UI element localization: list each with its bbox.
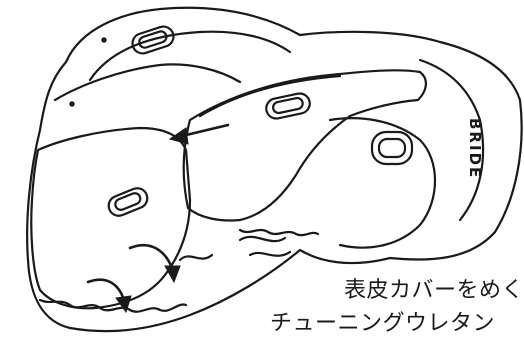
rivet-dot-1 bbox=[101, 37, 107, 43]
caption-line-1: 表皮カバーをめく bbox=[343, 278, 524, 303]
right-bolster-line bbox=[418, 58, 485, 222]
harness-slot-front bbox=[107, 187, 149, 217]
harness-slot-flap bbox=[265, 92, 311, 120]
cushion-wave-2 bbox=[248, 250, 292, 257]
front-panel bbox=[30, 126, 192, 310]
cover-flap-edge bbox=[198, 74, 342, 118]
seat-top-ridge bbox=[88, 30, 292, 82]
seat-body-outline bbox=[26, 6, 523, 333]
curved-arrow-down-left-icon bbox=[128, 243, 181, 284]
right-bolster-inner-line bbox=[328, 117, 436, 249]
arrow-left-icon bbox=[168, 123, 230, 145]
rivet-dot-2 bbox=[69, 101, 75, 107]
urethane-scallop-edge bbox=[38, 298, 188, 313]
harness-slot-right bbox=[370, 130, 414, 166]
cushion-wave-1 bbox=[238, 235, 287, 243]
cover-flap bbox=[182, 69, 427, 222]
cushion-wave-3 bbox=[178, 253, 214, 262]
urethane-scallop-edge-right bbox=[238, 228, 320, 237]
brand-logo-text: BRIDE bbox=[466, 118, 484, 179]
curved-arrow-down-right-icon bbox=[86, 278, 132, 314]
caption-line-2: チューニングウレタン bbox=[270, 311, 496, 336]
seat-top-inner-ridge bbox=[53, 63, 242, 102]
harness-slot-top bbox=[131, 25, 175, 55]
